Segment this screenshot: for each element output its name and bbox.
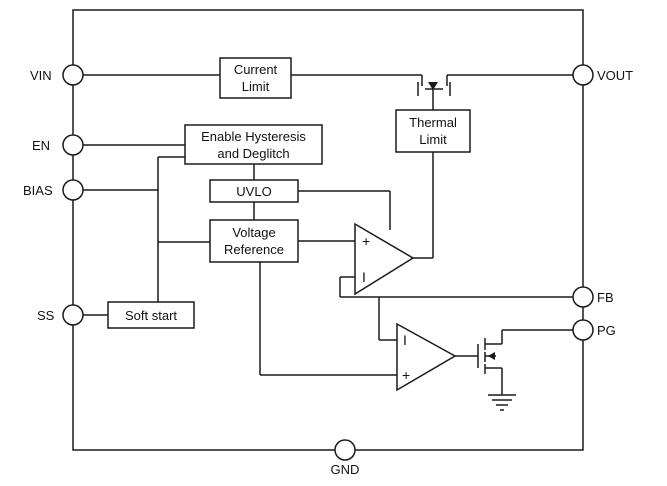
pin-fb: FB [572,286,614,308]
pin-vout-label: VOUT [597,68,633,83]
pin-gnd: GND [331,439,360,477]
pin-bias-label: BIAS [23,183,53,198]
pg-fet-icon [477,338,496,374]
pin-ss-label: SS [37,308,55,323]
thermal-limit-label-2: Limit [419,132,447,147]
ic-outline [72,9,584,451]
pin-vout: VOUT [572,64,633,86]
enable-label-2: and Deglitch [217,146,289,161]
current-limit-block: Current Limit [219,57,292,99]
pg-comp-plus: + [402,367,410,383]
ground-icon [488,394,516,411]
voltage-reference-block: Voltage Reference [209,219,299,263]
soft-start-label: Soft start [125,308,177,323]
wires [83,74,573,450]
enable-label-1: Enable Hysteresis [201,129,306,144]
error-amplifier-icon: + I [354,222,415,296]
soft-start-block: Soft start [107,301,195,329]
uvlo-label: UVLO [236,184,271,199]
pin-en: EN [32,134,84,156]
thermal-limit-block: Thermal Limit [395,109,471,153]
current-limit-label-2: Limit [242,79,270,94]
pin-gnd-label: GND [331,462,360,477]
pin-en-label: EN [32,138,50,153]
error-amp-minus: I [362,269,366,285]
pin-pg: PG [572,319,616,341]
vref-label-1: Voltage [232,225,275,240]
thermal-limit-label-1: Thermal [409,115,457,130]
pass-fet-icon [417,75,451,96]
vref-label-2: Reference [224,242,284,257]
pg-comp-minus: I [403,332,407,348]
error-amp-plus: + [362,233,370,249]
uvlo-block: UVLO [209,179,299,203]
pin-pg-label: PG [597,323,616,338]
pin-fb-label: FB [597,290,614,305]
enable-hysteresis-block: Enable Hysteresis and Deglitch [184,124,323,165]
current-limit-label-1: Current [234,62,278,77]
pin-bias: BIAS [23,179,84,201]
pg-comparator-icon: I + [396,322,457,392]
pin-vin: VIN [30,64,84,86]
pin-ss: SS [37,304,84,326]
pin-vin-label: VIN [30,68,52,83]
